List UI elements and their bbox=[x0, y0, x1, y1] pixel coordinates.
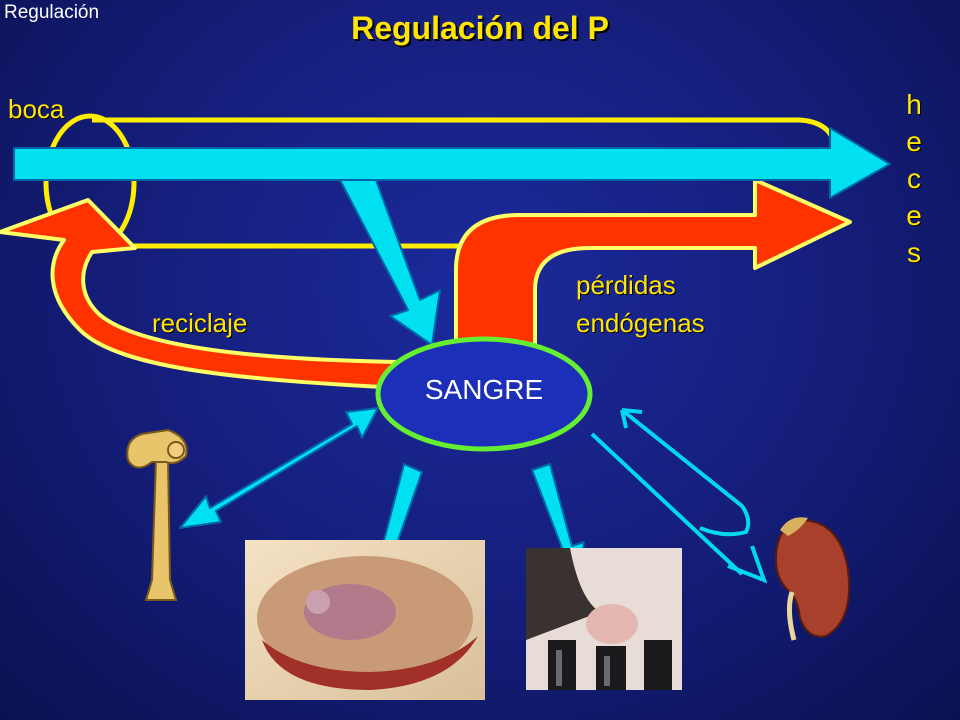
reciclaje-label: reciclaje bbox=[152, 308, 248, 338]
corner-label: Regulación bbox=[4, 2, 100, 23]
perdidas-label-line1: pérdidas bbox=[576, 270, 676, 300]
heces-letter: e bbox=[906, 200, 922, 231]
sangre-ellipse bbox=[375, 336, 593, 452]
boca-label: boca bbox=[8, 94, 65, 124]
kidney-picture bbox=[774, 517, 850, 641]
sangre-label: SANGRE bbox=[424, 374, 544, 405]
endogenous-loss-arrow bbox=[454, 178, 852, 352]
kidney-exchange-arrow bbox=[590, 408, 768, 584]
fetus-picture bbox=[245, 540, 485, 700]
recycle-arrow bbox=[0, 198, 407, 390]
heces-letter: c bbox=[907, 163, 921, 194]
heces-letter: e bbox=[906, 126, 922, 157]
perdidas-label-line2: endógenas bbox=[576, 308, 705, 338]
bone-exchange-arrow bbox=[179, 407, 379, 529]
bone-picture bbox=[126, 428, 188, 601]
slide-title: Regulación del P bbox=[351, 10, 609, 46]
intake-arrow bbox=[13, 127, 891, 199]
absorption-arrow bbox=[339, 179, 441, 346]
heces-letter: h bbox=[906, 89, 922, 120]
heces-letter: s bbox=[907, 237, 921, 268]
udder-picture bbox=[526, 548, 682, 690]
heces-label: h e c e s bbox=[902, 86, 926, 271]
